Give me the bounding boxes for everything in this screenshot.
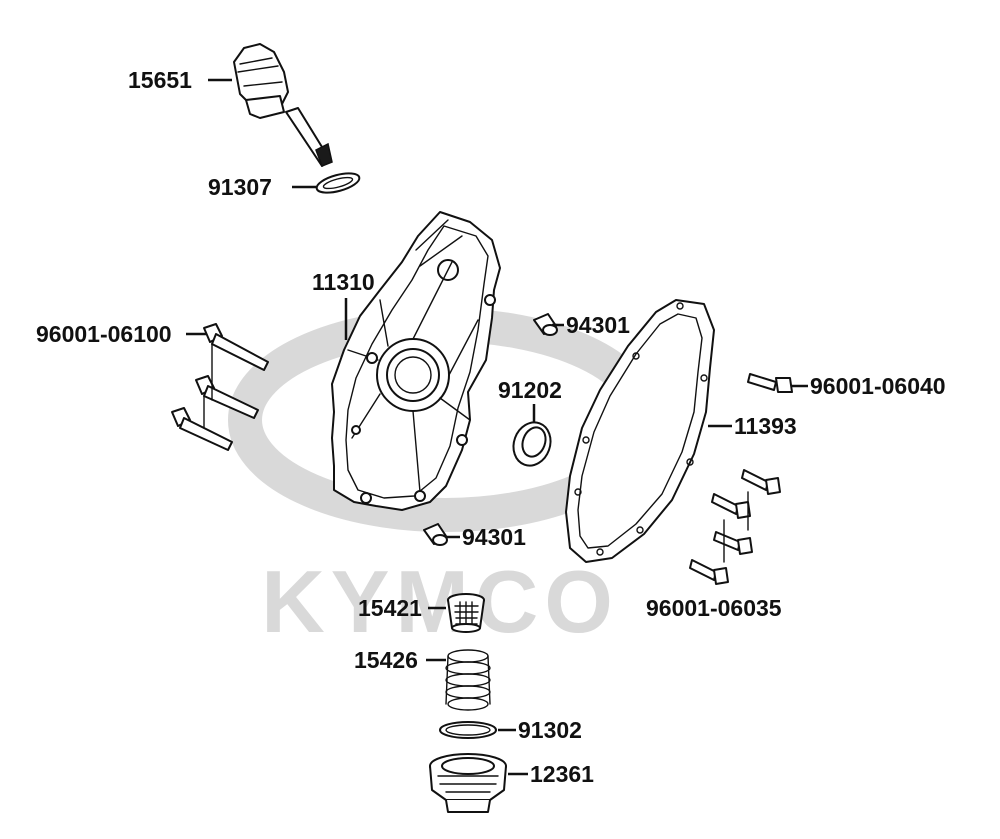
- svg-text:94301: 94301: [566, 312, 630, 338]
- flange-bolt-icon-short: [747, 373, 793, 393]
- oil-strainer-icon: [447, 593, 485, 633]
- part-label-11310: 11310: [312, 269, 375, 340]
- part-label-12361: 12361: [508, 761, 594, 787]
- part-label-91202: 91202: [498, 377, 562, 422]
- svg-text:94301: 94301: [462, 524, 526, 550]
- part-label-96001-06040: 96001-06040: [792, 373, 946, 399]
- gasket-icon: [565, 299, 715, 563]
- oil-seal-icon: [512, 421, 552, 467]
- svg-text:15426: 15426: [354, 647, 418, 673]
- drain-plug-icon: [429, 753, 507, 813]
- crankcase-cover-icon: [331, 211, 501, 511]
- o-ring-icon-drain: [439, 721, 497, 739]
- part-label-15421: 15421: [358, 595, 446, 621]
- svg-text:15421: 15421: [358, 595, 422, 621]
- oil-dipstick-icon: [233, 43, 333, 167]
- part-label-91302: 91302: [498, 717, 582, 743]
- part-label-15651: 15651: [128, 67, 232, 93]
- watermark-text: KYMCO: [261, 552, 619, 651]
- coil-spring-icon: [445, 649, 491, 711]
- part-label-94301-bottom: 94301: [446, 524, 526, 550]
- part-label-91307: 91307: [208, 174, 316, 200]
- flange-bolt-icon: [171, 323, 269, 451]
- svg-text:96001-06100: 96001-06100: [36, 321, 172, 347]
- svg-text:11393: 11393: [734, 413, 797, 439]
- part-label-96001-06100: 96001-06100: [36, 321, 206, 347]
- part-label-11393: 11393: [708, 413, 797, 439]
- svg-text:15651: 15651: [128, 67, 192, 93]
- svg-text:12361: 12361: [530, 761, 594, 787]
- svg-text:96001-06035: 96001-06035: [646, 595, 782, 621]
- part-label-94301-top: 94301: [552, 312, 630, 338]
- svg-text:91307: 91307: [208, 174, 272, 200]
- part-label-96001-06035: 96001-06035: [646, 595, 782, 621]
- svg-text:91202: 91202: [498, 377, 562, 403]
- svg-text:91302: 91302: [518, 717, 582, 743]
- svg-text:96001-06040: 96001-06040: [810, 373, 946, 399]
- svg-text:11310: 11310: [312, 269, 375, 295]
- flange-bolt-set-icon: [689, 469, 781, 585]
- part-label-15426: 15426: [354, 647, 446, 673]
- o-ring-icon: [315, 172, 361, 194]
